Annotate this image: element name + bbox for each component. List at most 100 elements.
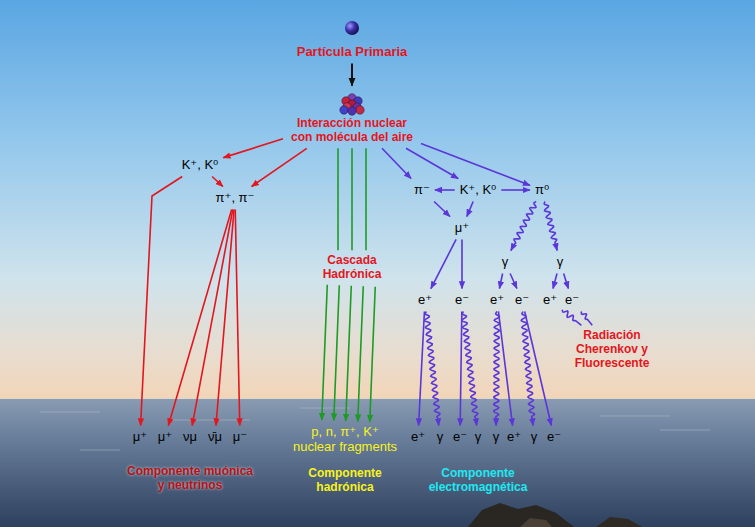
particle-symbol: K⁺, K⁰ <box>180 157 221 174</box>
shower-arrow <box>419 311 425 425</box>
shower-arrow <box>406 148 458 178</box>
particle-symbol: νμ <box>181 429 199 446</box>
node-text: e⁺ <box>507 430 521 445</box>
hadron-track <box>358 286 364 421</box>
shower-arrow <box>346 286 352 421</box>
rock <box>596 517 642 527</box>
shower-arrow <box>252 148 307 186</box>
particle-symbol: K⁺, K⁰ <box>458 182 499 199</box>
rock <box>520 518 552 527</box>
interaction-label: Interacción nuclear con molécula del air… <box>286 89 418 146</box>
particle-symbol: e⁺ <box>541 292 559 309</box>
shower-arrow <box>223 139 283 158</box>
hadron-track <box>337 148 339 250</box>
node-text: e⁻ <box>455 293 469 308</box>
shower-arrow <box>501 189 530 191</box>
particle-symbol: e⁻ <box>453 292 471 309</box>
node-text: e⁻ <box>565 293 579 308</box>
node-text: e⁺ <box>411 430 425 445</box>
node-text: ν̄μ <box>208 430 222 445</box>
hadron-track <box>370 287 376 422</box>
photon-line <box>562 310 581 326</box>
shower-arrow <box>382 148 411 178</box>
particle-symbol: γ <box>435 429 446 446</box>
node-text: γ <box>437 430 444 445</box>
nucleon <box>348 107 356 115</box>
shower-arrow <box>460 311 462 425</box>
node-text: π⁺, π⁻ <box>216 191 255 206</box>
shower-arrow <box>461 239 463 288</box>
particle-symbol: e⁺ <box>409 429 427 446</box>
particle-symbol: e⁻ <box>451 429 469 446</box>
shower-arrow <box>434 201 450 216</box>
particle-symbol: ν̄μ <box>206 429 224 446</box>
node-text: μ⁻ <box>233 430 247 445</box>
particle-symbol: π⁻ <box>412 182 432 199</box>
photon-line <box>581 311 592 325</box>
particle-symbol: γ <box>491 429 502 446</box>
node-text: π⁰ <box>535 183 549 198</box>
nucleus-illustration <box>337 90 367 117</box>
node-text: e⁻ <box>515 293 529 308</box>
nucleon <box>340 106 348 114</box>
shower-arrow <box>351 63 353 85</box>
node-text: e⁺ <box>490 293 504 308</box>
particle-symbol: μ⁺ <box>156 429 174 446</box>
radiation-label: Radiación Cherenkov y Fluorescente <box>570 328 654 371</box>
particle-symbol: π⁰ <box>533 182 551 199</box>
hadron-track <box>365 148 367 250</box>
shower-arrow <box>421 144 530 186</box>
node-text: K⁺, K⁰ <box>460 183 497 198</box>
rock <box>468 503 574 527</box>
photon-line <box>544 201 557 250</box>
particle-symbol: γ <box>500 254 511 271</box>
node-text: μ⁺ <box>455 221 469 236</box>
particle-symbol: e⁻ <box>545 429 563 446</box>
node-text: γ <box>493 430 500 445</box>
shower-arrow <box>498 311 512 425</box>
node-text: Interacción nuclear con molécula del air… <box>288 117 416 145</box>
shower-arrow <box>192 209 233 425</box>
horizon <box>0 398 755 399</box>
shower-arrow <box>467 201 473 216</box>
node-text: e⁺ <box>418 293 432 308</box>
particle-symbol: γ <box>555 254 566 271</box>
component-label: Componente hadrónica <box>303 466 387 495</box>
particle-symbol: γ <box>529 429 540 446</box>
photon-line <box>511 201 536 250</box>
shower-arrow <box>553 273 557 288</box>
component-label: Componente muónica y neutrinos <box>124 464 256 493</box>
hadron-track <box>322 285 328 420</box>
node-text: π⁻ <box>414 183 430 198</box>
shower-arrow <box>351 148 353 250</box>
photon-line <box>425 311 440 425</box>
particle-symbol: π⁺, π⁻ <box>214 190 257 207</box>
hadron-fragments: p, n, π⁺, K⁺nuclear fragments <box>291 424 399 456</box>
sky <box>0 0 755 398</box>
component-label: Componente electromagnética <box>419 466 537 495</box>
node-text: νμ <box>183 430 197 445</box>
node-text: e⁻ <box>547 430 561 445</box>
node-text: γ <box>475 430 482 445</box>
hadron-track <box>334 285 340 420</box>
particle-symbol: e⁻ <box>563 292 581 309</box>
particle-symbol: e⁺ <box>416 292 434 309</box>
primary-particle-label: Partícula Primaria <box>295 44 410 61</box>
particle-symbol: e⁺ <box>488 292 506 309</box>
shower-arrow <box>212 176 223 186</box>
shower-arrow <box>499 273 502 288</box>
node-text: p, n, π⁺, K⁺ <box>293 425 397 440</box>
photon-line <box>462 311 478 425</box>
photon-line <box>494 311 500 425</box>
particle-symbol: μ⁻ <box>231 429 249 446</box>
node-text: K⁺, K⁰ <box>182 158 219 173</box>
particle-symbol: e⁻ <box>513 292 531 309</box>
cascade-label: Cascada Hadrónica <box>314 253 390 283</box>
shower-arrow <box>510 273 517 288</box>
particle-symbol: μ⁺ <box>453 220 471 237</box>
node-text: Partícula Primaria <box>297 45 408 60</box>
shower-arrow <box>141 176 183 425</box>
shower-arrow <box>216 209 234 425</box>
node-text: γ <box>531 430 538 445</box>
